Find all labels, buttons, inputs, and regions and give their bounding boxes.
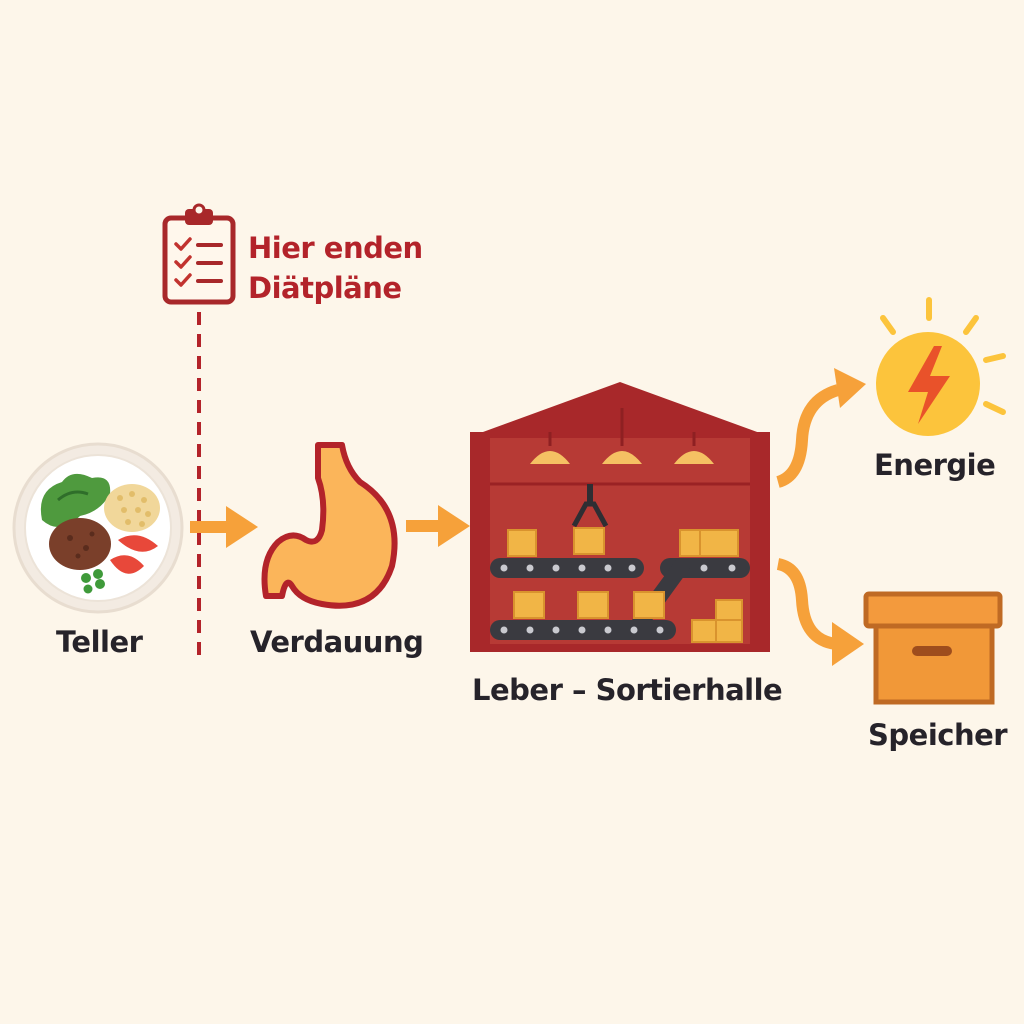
arrow-to-energy (775, 368, 866, 488)
liver-label: Leber – Sortierhalle (472, 673, 783, 707)
arrow-to-storage (776, 558, 864, 666)
digestion-label: Verdauung (250, 625, 424, 659)
plate-icon (12, 442, 184, 614)
energy-label: Energie (874, 448, 996, 482)
arrow-to-digestion (190, 506, 258, 548)
ceiling-lamps (530, 408, 714, 464)
robot-claw-icon (571, 484, 609, 528)
arrow-to-liver (406, 505, 470, 547)
callout-line-1: Hier enden (248, 231, 423, 265)
sun-energy-icon (876, 297, 1006, 436)
stomach-icon (261, 442, 398, 609)
storage-box-icon (863, 591, 1003, 705)
lightning-bolt-icon (908, 346, 950, 424)
plate-label: Teller (56, 625, 143, 659)
diet-plan-callout: Hier enden Diätpläne (248, 228, 423, 308)
liver-warehouse-icon (470, 382, 770, 652)
storage-label: Speicher (868, 718, 1008, 752)
cargo-boxes (507, 527, 743, 643)
callout-line-2: Diätpläne (248, 271, 402, 305)
clipboard-icon (162, 203, 236, 305)
